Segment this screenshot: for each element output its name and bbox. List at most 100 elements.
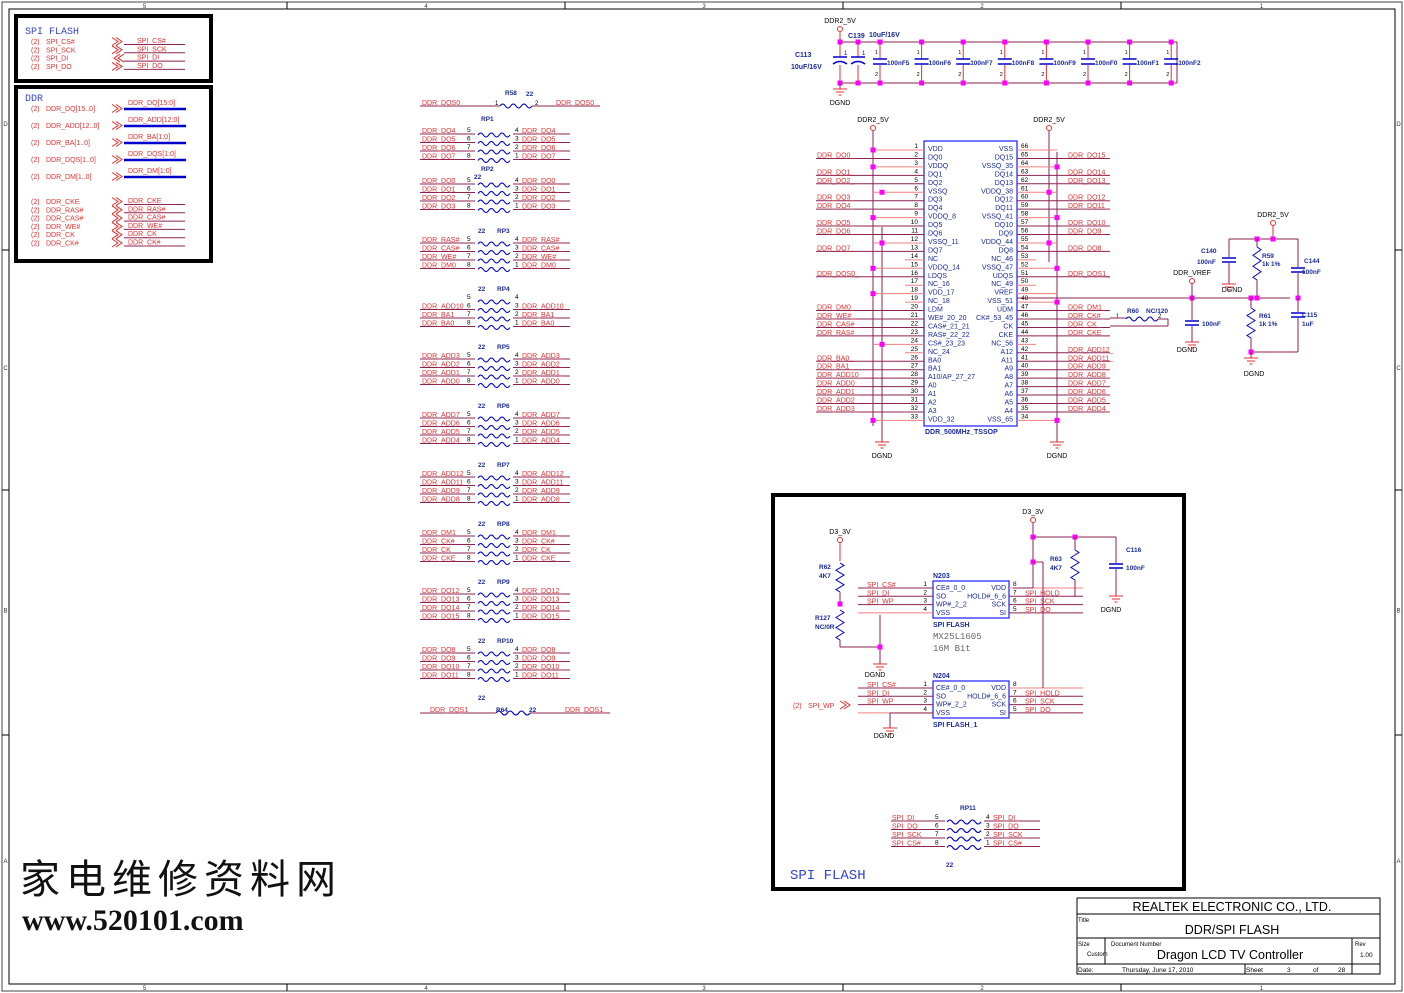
component-value: 22 — [478, 521, 486, 528]
ref-designator: C115 — [1302, 312, 1318, 319]
port-name: DDR_WE# — [46, 224, 80, 231]
net-label: DDR_DQ14_ — [522, 605, 563, 612]
pin-name: VDD_17 — [928, 290, 955, 297]
pin-name: LDQS — [928, 273, 947, 280]
net-label: DDR_WE# — [422, 254, 456, 261]
pin-number: 4 — [923, 706, 927, 713]
pin-name: DQ13 — [995, 180, 1013, 187]
net-label: DDR_DM1_ — [522, 530, 560, 537]
pin-number: 7 — [467, 487, 471, 494]
pin-number: 4 — [515, 470, 519, 477]
net-label: DDR_ADD2_ — [522, 362, 564, 369]
net-label: DDR_DQ14_ — [1068, 169, 1109, 176]
net-label: DDR_CK — [422, 547, 451, 554]
net-label: DDR_DQ15 — [422, 614, 459, 621]
resistor-symbol — [477, 324, 511, 331]
net-label: SPI_HOLD — [1025, 690, 1060, 697]
date-value: Thursday, June 17, 2010 — [1122, 967, 1194, 974]
net-label: DDR_ADD3 — [422, 353, 460, 360]
pin-number: 2 — [923, 589, 927, 596]
pin-number: 55 — [1021, 236, 1029, 243]
net-label: DDR_DQ12_ — [1068, 195, 1109, 202]
pin-number: 12 — [911, 236, 919, 243]
company-name: REALTEK ELECTRONIC CO., LTD. — [1133, 900, 1332, 914]
resistor-symbol — [477, 433, 511, 439]
junction-dot — [877, 39, 883, 45]
port-name: SPI_CS# — [46, 39, 75, 46]
resistor-symbol — [477, 617, 511, 624]
pin-name: NC_18 — [928, 298, 950, 305]
net-label: DDR_DQS1 — [430, 707, 468, 714]
pin-number: 2 — [1125, 72, 1128, 78]
pin-number: 2 — [515, 253, 519, 260]
pin-number: 2 — [515, 487, 519, 494]
pin-number: 3 — [515, 361, 519, 368]
port-arrow-icon — [111, 205, 123, 215]
pin-number: 1 — [923, 681, 927, 688]
port-arrow-icon — [111, 121, 123, 130]
pin-number: 2 — [1041, 72, 1044, 78]
resistor-symbol — [477, 266, 511, 273]
pin-name: A4 — [1004, 408, 1013, 415]
net-label: SPI_SCK_ — [993, 832, 1027, 839]
component-value: 22 — [474, 174, 482, 181]
ref-designator: R64 — [496, 707, 508, 714]
junction-dot — [1054, 299, 1060, 305]
net-label: DDR_ADD9_ — [522, 488, 564, 495]
net-label: DDR_BA1_ — [817, 364, 853, 371]
net-label: DDR_CK# — [422, 539, 455, 546]
pin-number: 7 — [1013, 589, 1017, 596]
capacitor-label: 100nF9 — [1053, 60, 1076, 67]
pin-number: 6 — [467, 655, 471, 662]
resistor-symbol — [477, 132, 511, 138]
resistor-symbol — [477, 199, 511, 205]
net-label: DDR_ADD5_ — [1068, 398, 1110, 405]
port-sheet-ref: (2) — [31, 199, 40, 206]
pin-name: DQ3 — [928, 197, 943, 204]
pin-number: 34 — [1021, 413, 1029, 420]
pin-number: 4 — [914, 168, 918, 175]
port-name: SPI_DI — [46, 56, 68, 63]
net-label: DDR_ADD12_ — [1068, 347, 1114, 354]
pin-number: 6 — [467, 420, 471, 427]
pin-name: HOLD#_6_6 — [967, 593, 1006, 600]
power-label: DDR2_5V — [824, 18, 856, 25]
component-value: 4K7 — [819, 573, 831, 580]
pin-name: VDDQ_38 — [981, 188, 1013, 195]
port-net-label: DDR_BA[1:0] — [128, 134, 170, 141]
pin-number: 1 — [515, 320, 519, 327]
r60-resistor — [1125, 316, 1159, 322]
pin-name: DQ9 — [999, 231, 1014, 238]
pin-name: A0 — [928, 383, 937, 390]
capacitor-label: 100nF2 — [1178, 60, 1201, 67]
resistor-symbol — [477, 500, 511, 507]
net-label: DDR_CK#_ — [1068, 313, 1105, 320]
pin-number: 3 — [515, 303, 519, 310]
pin-number: 1 — [958, 50, 961, 56]
date-label: Date: — [1078, 967, 1094, 974]
junction-dot — [1085, 80, 1091, 86]
pin-number: 1 — [515, 496, 519, 503]
pin-number: 65 — [1021, 151, 1029, 158]
pin-number: 6 — [467, 136, 471, 143]
port-sheet-ref: (2) — [31, 39, 40, 46]
pin-number: 64 — [1021, 160, 1029, 167]
chip-ref: N203 — [933, 573, 950, 580]
gnd-label: DGND — [1047, 453, 1068, 460]
net-label: DDR_ADD11 — [422, 480, 463, 487]
pin-number: 18 — [911, 287, 919, 294]
junction-dot — [1168, 80, 1174, 86]
pin-name: DQ7 — [928, 247, 943, 254]
ref-designator: C140 — [1201, 248, 1217, 255]
port-sheet-ref: (2) — [31, 216, 40, 223]
junction-dot — [877, 644, 883, 650]
pin-number: 17 — [911, 278, 919, 285]
pin-number: 11 — [911, 228, 918, 235]
port-name: SPI_DO — [46, 64, 72, 71]
pin-name: UDQS — [993, 273, 1014, 280]
net-label: DDR_ADD10_ — [817, 372, 863, 379]
port-arrow-icon — [111, 230, 123, 240]
net-label: SPI_SCK — [892, 832, 922, 839]
net-label: DDR_DQ9_ — [1068, 229, 1105, 236]
